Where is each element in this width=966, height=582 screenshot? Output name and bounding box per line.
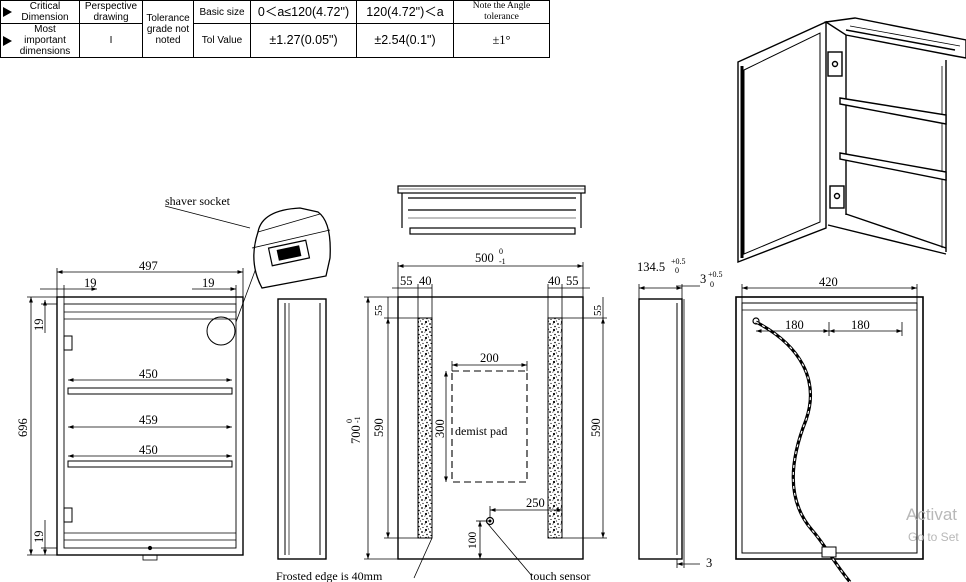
dim-19-left: 19 <box>84 276 97 290</box>
tol-value-cell: Tol Value <box>193 23 251 58</box>
dim-590-left: 590 <box>372 418 386 437</box>
critical-dimension-cell: Critical Dimension <box>0 0 80 24</box>
dim-3-top: 3 <box>700 272 706 286</box>
right-side-profile <box>638 298 685 560</box>
dim-700-tol-upper: 0 <box>345 419 354 423</box>
tolerance-grade-cell: Tolerance grade not noted <box>142 0 194 58</box>
table-row: Critical Dimension Perspective drawing T… <box>0 0 550 58</box>
perspective-value-cell: I <box>79 23 143 58</box>
angle-value-cell: ±1° <box>453 23 550 58</box>
dim-497: 497 <box>139 259 158 273</box>
dim-134-5-tol-upper: +0.5 <box>671 257 686 266</box>
dim-500-tol-upper: 0 <box>499 247 503 256</box>
dim-250: 250 <box>526 496 545 510</box>
activation-watermark-sub: Go to Set <box>908 530 959 544</box>
mirror-front-view <box>397 296 584 560</box>
dim-3-tol-lower: 0 <box>710 280 714 289</box>
back-view <box>735 296 924 582</box>
dim-40-left: 40 <box>419 274 432 288</box>
angle-note-cell: Note the Angle tolerance <box>453 0 550 24</box>
tol-value-1-cell: ±1.27(0.05") <box>250 23 357 58</box>
triangle-marker-icon <box>3 7 12 17</box>
tolerance-table: Critical Dimension Perspective drawing T… <box>0 0 550 58</box>
dim-pad-300: 300 <box>433 419 447 438</box>
dim-55-vert-left: 55 <box>373 305 385 317</box>
dim-pad-200: 200 <box>480 351 499 365</box>
dim-180-right: 180 <box>851 318 870 332</box>
dimension-lines <box>27 262 918 579</box>
dim-3-tol-upper: +0.5 <box>708 270 723 279</box>
side-view <box>277 298 327 560</box>
critical-dimension-label: Critical Dimension <box>21 1 69 23</box>
range-1-cell: 0＜a≤120(4.72") <box>250 0 357 24</box>
triangle-marker-icon <box>3 35 12 46</box>
dim-55-vert-right: 55 <box>592 305 604 317</box>
frosted-edge-label: Frosted edge is 40mm <box>276 569 383 582</box>
dim-500-tol-lower: -1 <box>499 257 506 266</box>
dim-shelf-450-bottom: 450 <box>139 443 158 457</box>
important-dimensions-cell: Most important dimensions <box>0 23 80 58</box>
activation-watermark: Activat <box>906 505 958 524</box>
table-row: Most important dimensions I Tol Value ±1… <box>0 23 550 58</box>
dim-100: 100 <box>467 532 479 550</box>
dim-19-bottom: 19 <box>32 531 46 544</box>
dim-420: 420 <box>819 275 838 289</box>
dim-shelf-450-top: 450 <box>139 367 158 381</box>
top-view <box>397 185 586 235</box>
range-2-cell: 120(4.72")＜a <box>356 0 454 24</box>
drawing-labels: shaver socket Frosted edge is 40mm touch… <box>16 194 870 582</box>
dim-590-right: 590 <box>589 418 603 437</box>
dim-19-right: 19 <box>202 276 215 290</box>
dim-19-top: 19 <box>32 319 46 332</box>
tol-value-2-cell: ±2.54(0.1") <box>356 23 454 58</box>
dim-55-right: 55 <box>566 274 579 288</box>
dim-3-bottom: 3 <box>706 556 712 570</box>
dim-shelf-459: 459 <box>139 413 158 427</box>
demist-pad-label: demist pad <box>455 424 507 438</box>
perspective-view <box>737 17 966 264</box>
cabinet-open-view <box>56 296 244 561</box>
dim-134-5-tol-lower: 0 <box>675 266 679 275</box>
dim-696: 696 <box>16 418 30 437</box>
touch-sensor-label: touch sensor <box>530 569 590 582</box>
shaver-socket-label: shaver socket <box>165 194 231 208</box>
dim-500: 500 <box>475 251 494 265</box>
important-dimensions-label: Most important dimensions <box>19 24 71 57</box>
dim-55-left: 55 <box>400 274 413 288</box>
dim-40-right: 40 <box>548 274 561 288</box>
dim-180-left: 180 <box>785 318 804 332</box>
dim-700: 700 <box>349 425 363 444</box>
dim-700-tol-lower: -1 <box>353 416 362 423</box>
shaver-socket-detail <box>164 205 331 323</box>
dim-134-5: 134.5 <box>637 260 665 274</box>
